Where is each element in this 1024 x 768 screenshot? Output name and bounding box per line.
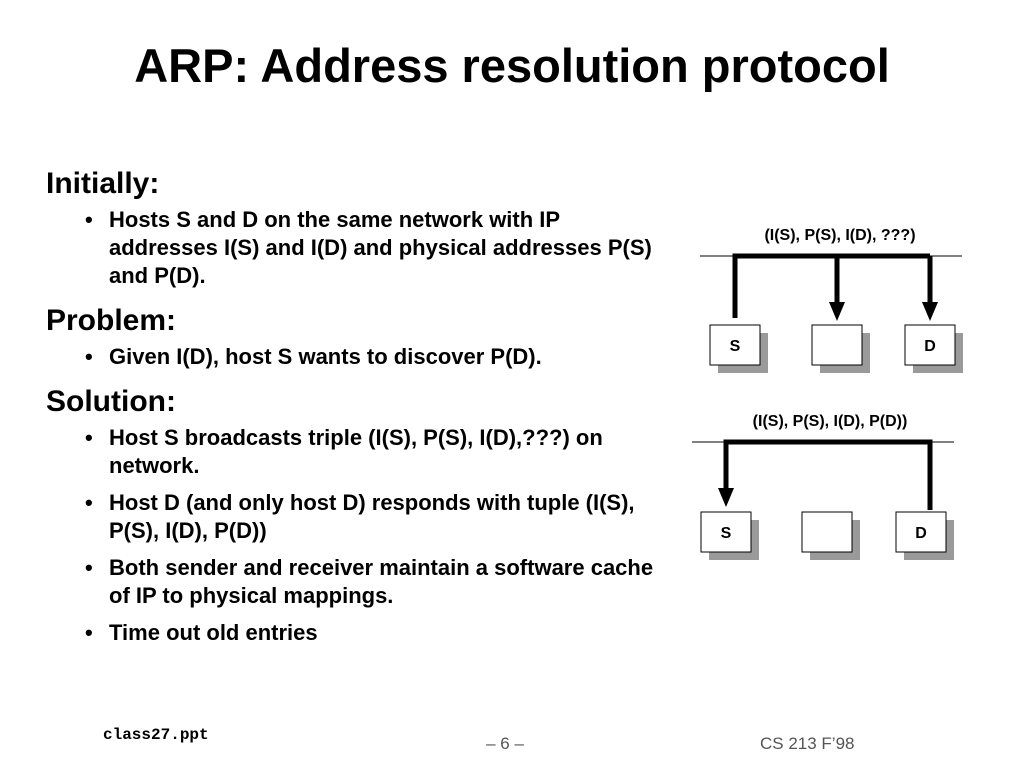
- host-s-reply: S: [700, 511, 759, 560]
- bullet-timeout: Time out old entries: [46, 619, 666, 647]
- host-s-request: S: [709, 324, 768, 373]
- arrow-down-icon: [829, 302, 845, 321]
- bullet-hosts: Hosts S and D on the same network with I…: [46, 206, 666, 290]
- problem-bullets: Given I(D), host S wants to discover P(D…: [46, 343, 666, 371]
- heading-initially: Initially:: [46, 167, 160, 200]
- reply-path: [723, 439, 933, 510]
- host-middle-reply: [801, 511, 860, 560]
- arrow-down-icon: [718, 488, 734, 507]
- host-d-reply: D: [895, 511, 954, 560]
- host-s-label: S: [721, 525, 732, 542]
- footer-course: CS 213 F’98: [760, 734, 855, 753]
- slide-title: ARP: Address resolution protocol: [134, 39, 890, 92]
- host-middle-request: [811, 324, 870, 373]
- request-label: (I(S), P(S), I(D), ???): [764, 227, 915, 244]
- bullet-discover: Given I(D), host S wants to discover P(D…: [46, 343, 666, 371]
- footer-filename: class27.ppt: [103, 726, 209, 744]
- host-d-label: D: [924, 338, 936, 355]
- heading-problem: Problem:: [46, 304, 177, 337]
- solution-bullets: Host S broadcasts triple (I(S), P(S), I(…: [46, 424, 666, 647]
- host-s-label: S: [730, 338, 741, 355]
- broadcast-path: [732, 253, 930, 318]
- host-d-label: D: [915, 525, 927, 542]
- slide-content: Initially: Hosts S and D on the same net…: [46, 162, 666, 656]
- initially-bullets: Hosts S and D on the same network with I…: [46, 206, 666, 290]
- reply-label: (I(S), P(S), I(D), P(D)): [753, 413, 908, 430]
- bullet-respond: Host D (and only host D) responds with t…: [46, 489, 666, 545]
- arp-diagram: (I(S), P(S), I(D), ???) S D (I(S), P(S),…: [692, 227, 963, 560]
- heading-solution: Solution:: [46, 385, 176, 418]
- bullet-broadcast: Host S broadcasts triple (I(S), P(S), I(…: [46, 424, 666, 480]
- footer-page-number: – 6 –: [486, 734, 524, 753]
- bullet-cache: Both sender and receiver maintain a soft…: [46, 554, 666, 610]
- arrow-down-icon: [922, 302, 938, 321]
- host-d-request: D: [904, 324, 963, 373]
